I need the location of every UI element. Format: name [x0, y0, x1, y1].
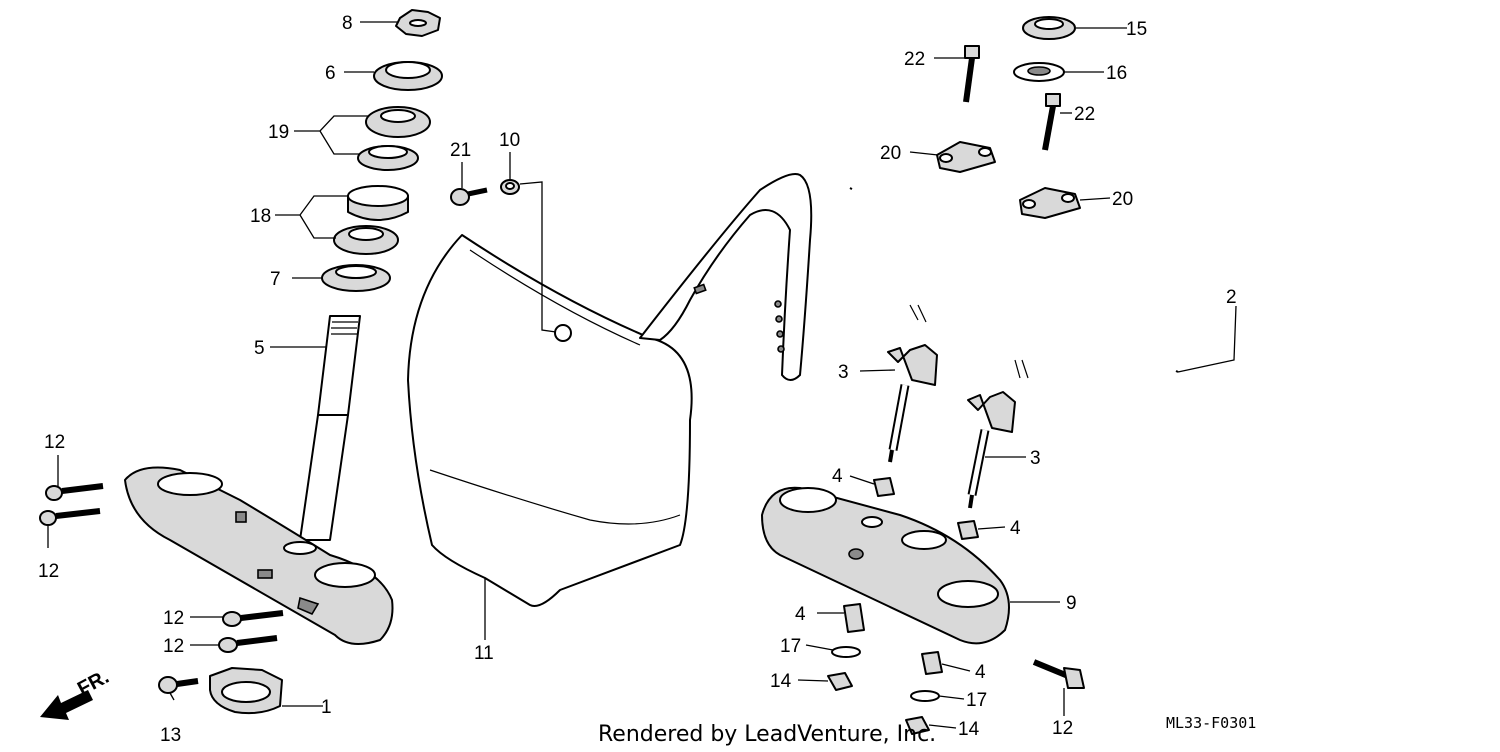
bearing-19-upper[interactable] — [365, 106, 431, 138]
number-plate[interactable] — [407, 173, 813, 607]
callout-22: 22 — [904, 49, 925, 70]
washer-16[interactable] — [1013, 62, 1065, 82]
race-19-lower[interactable] — [357, 145, 419, 171]
top-bridge[interactable] — [761, 486, 1010, 645]
washer-17a[interactable] — [831, 646, 861, 658]
callout-7: 7 — [270, 269, 281, 290]
bolt-13[interactable] — [158, 676, 199, 694]
callout-1: 1 — [321, 697, 332, 718]
callout-10: 10 — [499, 130, 520, 151]
callout-17: 17 — [966, 690, 987, 711]
dust-seal-7[interactable] — [321, 264, 391, 292]
nut-4d[interactable] — [921, 651, 943, 675]
callout-17: 17 — [780, 636, 801, 657]
bolt-22b[interactable] — [1042, 93, 1061, 151]
callout-19: 19 — [268, 122, 289, 143]
bolt-22a[interactable] — [963, 45, 980, 103]
clamp-1[interactable] — [209, 667, 283, 715]
callout-9: 9 — [1066, 593, 1077, 614]
callout-13: 13 — [160, 725, 181, 746]
handlebar-holder-upper-20a[interactable] — [936, 141, 996, 173]
stem-nut-6[interactable] — [373, 61, 443, 91]
nut-14b[interactable] — [905, 716, 930, 735]
nut-14a[interactable] — [827, 672, 853, 691]
callout-5: 5 — [254, 338, 265, 359]
callout-15: 15 — [1126, 19, 1147, 40]
nut-4c[interactable] — [843, 603, 865, 633]
bearing-18-lower[interactable] — [333, 225, 399, 255]
callout-3: 3 — [838, 362, 849, 383]
callout-4: 4 — [1010, 518, 1021, 539]
leader-lines — [47, 21, 1237, 729]
diagram-code: ML33-F0301 — [1166, 714, 1256, 732]
callout-6: 6 — [325, 63, 336, 84]
callout-14: 14 — [958, 719, 980, 740]
bolt-12c[interactable] — [222, 610, 284, 627]
handlebar[interactable] — [767, 30, 1475, 410]
callout-20: 20 — [1112, 189, 1133, 210]
race-18-upper[interactable] — [347, 185, 409, 221]
bolt-21[interactable] — [450, 187, 488, 206]
callout-12: 12 — [38, 561, 59, 582]
handlebar-holder-upper-20b[interactable] — [1019, 187, 1081, 219]
callout-18: 18 — [250, 206, 271, 227]
callout-8: 8 — [342, 13, 353, 34]
callout-22: 22 — [1074, 104, 1095, 125]
nut-15[interactable] — [1022, 16, 1076, 40]
washer-17b[interactable] — [910, 690, 940, 702]
handlebar-holder-lower-3a[interactable] — [887, 344, 938, 463]
lock-washer-8[interactable] — [395, 9, 441, 37]
callout-12: 12 — [163, 608, 184, 629]
bolt-12e[interactable] — [1032, 659, 1085, 689]
callout-4: 4 — [832, 466, 843, 487]
callout-12: 12 — [163, 636, 184, 657]
bolt-12d[interactable] — [218, 635, 278, 653]
steering-stem-5[interactable] — [299, 315, 361, 541]
callout-14: 14 — [770, 671, 792, 692]
callout-11: 11 — [474, 643, 494, 664]
callout-4: 4 — [795, 604, 806, 625]
callout-12: 12 — [44, 432, 65, 453]
callout-20: 20 — [880, 143, 901, 164]
callout-labels: 1 2 3 3 4 4 4 4 5 6 7 8 9 10 11 12 12 12… — [38, 13, 1237, 746]
credit-text: Rendered by LeadVenture, Inc. — [598, 722, 936, 747]
callout-16: 16 — [1106, 63, 1127, 84]
callout-4: 4 — [975, 662, 986, 683]
bottom-bridge[interactable] — [124, 466, 394, 645]
bolt-12a[interactable] — [45, 483, 104, 501]
callout-2: 2 — [1226, 287, 1237, 308]
nut-4a[interactable] — [873, 477, 895, 497]
callout-3: 3 — [1030, 448, 1041, 469]
front-direction-arrow-icon — [40, 690, 93, 720]
collar-10[interactable] — [500, 179, 520, 195]
bolt-12b[interactable] — [39, 508, 101, 526]
handlebar-holder-lower-3b[interactable] — [967, 391, 1016, 509]
nut-4b[interactable] — [957, 520, 979, 540]
callout-21: 21 — [450, 140, 471, 161]
callout-12: 12 — [1052, 718, 1073, 739]
